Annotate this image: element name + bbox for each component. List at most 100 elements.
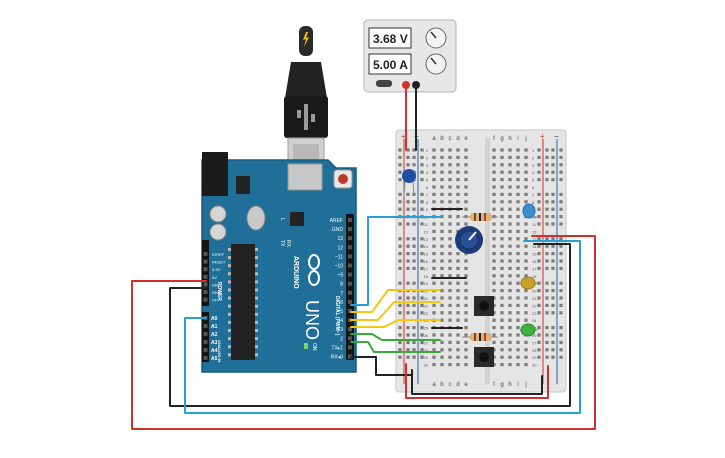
breadboard-hole[interactable]: [464, 259, 468, 263]
power-pin-hole[interactable]: [203, 252, 208, 256]
rail-hole[interactable]: [551, 155, 555, 159]
breadboard-hole[interactable]: [440, 363, 444, 367]
rail-hole[interactable]: [412, 303, 416, 307]
rail-hole[interactable]: [551, 348, 555, 352]
rail-hole[interactable]: [398, 148, 402, 152]
rail-hole[interactable]: [398, 200, 402, 204]
breadboard-hole[interactable]: [500, 222, 504, 226]
breadboard-hole[interactable]: [508, 296, 512, 300]
breadboard-hole[interactable]: [524, 348, 528, 352]
breadboard-hole[interactable]: [516, 252, 520, 256]
breadboard-hole[interactable]: [516, 148, 520, 152]
breadboard-hole[interactable]: [492, 244, 496, 248]
breadboard-hole[interactable]: [432, 178, 436, 182]
digital-pin-hole[interactable]: [348, 218, 352, 222]
rail-hole[interactable]: [406, 244, 410, 248]
rail-hole[interactable]: [412, 259, 416, 263]
breadboard-hole[interactable]: [448, 363, 452, 367]
rail-hole[interactable]: [406, 207, 410, 211]
wire-gnd-to-rail[interactable]: [169, 243, 571, 407]
rail-hole[interactable]: [551, 259, 555, 263]
power-switch[interactable]: [376, 80, 392, 87]
breadboard-hole[interactable]: [440, 237, 444, 241]
rail-hole[interactable]: [537, 215, 541, 219]
wire-pin-to-led-blue[interactable]: [350, 216, 442, 306]
rail-hole[interactable]: [420, 303, 424, 307]
breadboard-hole[interactable]: [432, 333, 436, 337]
rail-hole[interactable]: [406, 281, 410, 285]
rail-hole[interactable]: [420, 207, 424, 211]
power-pin-hole[interactable]: [203, 297, 208, 302]
breadboard-hole[interactable]: [508, 274, 512, 278]
breadboard-hole[interactable]: [516, 266, 520, 270]
rail-hole[interactable]: [545, 192, 549, 196]
breadboard-hole[interactable]: [516, 155, 520, 159]
rail-hole[interactable]: [398, 355, 402, 359]
breadboard-hole[interactable]: [500, 237, 504, 241]
breadboard-hole[interactable]: [432, 192, 436, 196]
rail-hole[interactable]: [398, 192, 402, 196]
breadboard-hole[interactable]: [432, 170, 436, 174]
wire-rail-black-loop[interactable]: [411, 369, 543, 395]
rail-hole[interactable]: [545, 333, 549, 337]
rail-hole[interactable]: [398, 244, 402, 248]
rail-hole[interactable]: [537, 266, 541, 270]
breadboard-hole[interactable]: [508, 318, 512, 322]
breadboard-hole[interactable]: [516, 237, 520, 241]
rail-hole[interactable]: [537, 244, 541, 248]
rail-hole[interactable]: [537, 296, 541, 300]
breadboard-hole[interactable]: [516, 200, 520, 204]
rail-hole[interactable]: [559, 148, 563, 152]
breadboard-hole[interactable]: [440, 303, 444, 307]
breadboard-hole[interactable]: [432, 355, 436, 359]
breadboard-hole[interactable]: [464, 274, 468, 278]
rail-hole[interactable]: [537, 326, 541, 330]
breadboard-hole[interactable]: [464, 303, 468, 307]
breadboard-hole[interactable]: [500, 274, 504, 278]
rail-hole[interactable]: [537, 222, 541, 226]
breadboard-hole[interactable]: [456, 281, 460, 285]
breadboard-hole[interactable]: [524, 244, 528, 248]
breadboard-hole[interactable]: [500, 363, 504, 367]
rail-hole[interactable]: [545, 289, 549, 293]
breadboard-hole[interactable]: [492, 200, 496, 204]
rail-hole[interactable]: [551, 333, 555, 337]
breadboard-hole[interactable]: [432, 155, 436, 159]
breadboard-hole[interactable]: [464, 311, 468, 315]
rail-hole[interactable]: [545, 163, 549, 167]
rail-hole[interactable]: [412, 348, 416, 352]
led-yellow[interactable]: [520, 276, 538, 290]
rail-hole[interactable]: [398, 163, 402, 167]
breadboard-hole[interactable]: [508, 170, 512, 174]
breadboard-hole[interactable]: [524, 185, 528, 189]
breadboard-hole[interactable]: [524, 252, 528, 256]
power-supply[interactable]: 3.68 V 5.00 A: [363, 19, 457, 93]
rail-hole[interactable]: [559, 178, 563, 182]
rail-hole[interactable]: [398, 252, 402, 256]
breadboard-hole[interactable]: [464, 355, 468, 359]
breadboard-hole[interactable]: [516, 259, 520, 263]
breadboard-hole[interactable]: [508, 281, 512, 285]
rail-hole[interactable]: [398, 326, 402, 330]
rail-hole[interactable]: [420, 281, 424, 285]
breadboard-hole[interactable]: [500, 178, 504, 182]
breadboard-hole[interactable]: [508, 355, 512, 359]
rail-hole[interactable]: [545, 222, 549, 226]
breadboard-hole[interactable]: [448, 318, 452, 322]
rail-hole[interactable]: [398, 178, 402, 182]
rail-hole[interactable]: [406, 155, 410, 159]
rail-hole[interactable]: [545, 266, 549, 270]
breadboard-hole[interactable]: [464, 185, 468, 189]
breadboard-hole[interactable]: [524, 259, 528, 263]
breadboard-hole[interactable]: [456, 363, 460, 367]
breadboard-hole[interactable]: [432, 348, 436, 352]
breadboard-hole[interactable]: [464, 281, 468, 285]
rail-hole[interactable]: [412, 266, 416, 270]
rail-hole[interactable]: [551, 192, 555, 196]
breadboard-hole[interactable]: [516, 229, 520, 233]
breadboard-hole[interactable]: [448, 222, 452, 226]
rail-hole[interactable]: [537, 289, 541, 293]
rail-hole[interactable]: [551, 200, 555, 204]
breadboard-hole[interactable]: [516, 185, 520, 189]
